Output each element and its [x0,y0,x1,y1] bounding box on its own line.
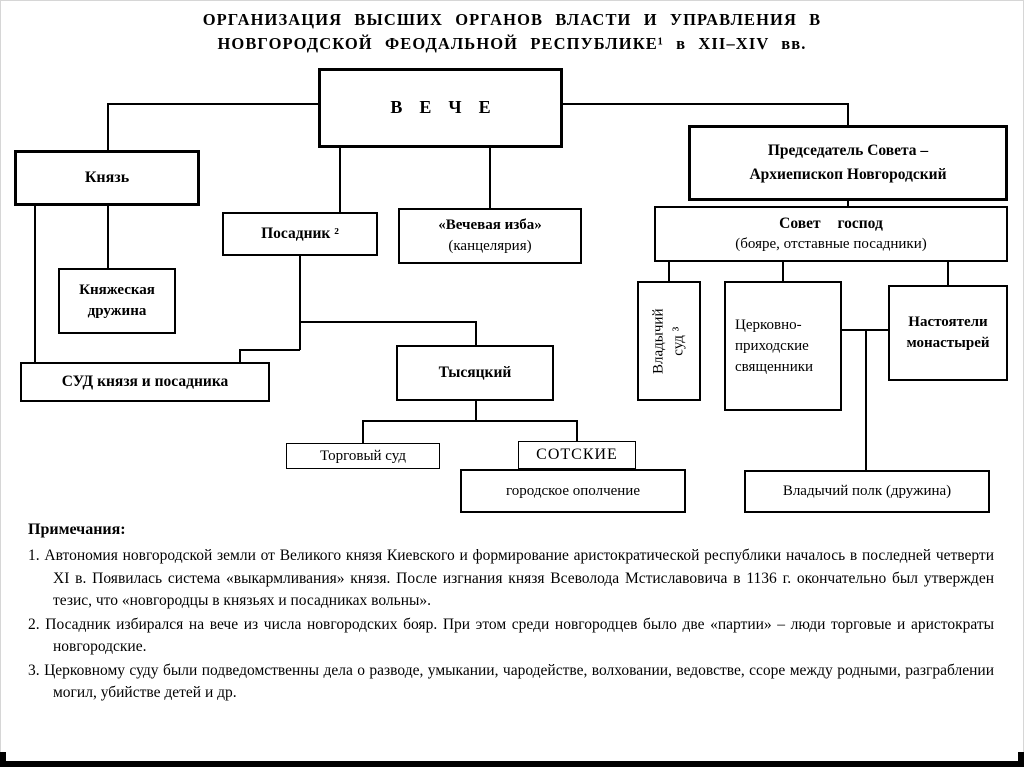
note-1-text: Автономия новгородской земли от Великого… [44,547,994,610]
box-torgovy-sud: Торговый суд [286,443,440,469]
note-3-num: 3. [28,661,40,679]
box-knyazheskaya-druzhina: Княжеская дружина [58,268,176,334]
vladychny-sud-label: Владычий суд ³ [650,308,687,374]
box-tysyatsky: Тысяцкий [396,345,554,401]
box-predsedatel-soveta: Председатель Совета – Архиепископ Новгор… [688,125,1008,201]
posadnik-label: Посадник ² [261,225,339,243]
notes-section: Примечания: 1. Автономия новгородской зе… [28,518,994,705]
box-sovet-gospod: Совет господ (бояре, отставные посадники… [654,206,1008,262]
veche-label: ВЕЧЕ [390,97,508,118]
note-item-2: 2. Посадник избирался на вече из числа н… [28,614,994,659]
scan-mark-right [1018,752,1024,767]
box-nastoyateli: Настоятели монастырей [888,285,1008,381]
sovet-gospod-title: Совет господ [779,214,883,232]
sud-label: СУД князя и посадника [61,373,229,391]
sovet-gospod-sub: (бояре, отставные посадники) [735,236,927,253]
druzhina-label: Княжеская дружина [79,282,155,319]
box-sud-knyazya: СУД князя и посадника [20,362,270,402]
title-line1: ОРГАНИЗАЦИЯ ВЫСШИХ ОРГАНОВ ВЛАСТИ И УПРА… [202,10,822,29]
predsedatel-label: Председатель Совета – Архиепископ Новгор… [749,141,947,183]
note-item-3: 3. Церковному суду были подведомственны … [28,660,994,705]
scan-mark-left [0,752,6,767]
title-line2: НОВГОРОДСКОЙ ФЕОДАЛЬНОЙ РЕСПУБЛИКЕ¹ в XI… [217,33,807,53]
opolchenie-label: городское ополчение [506,482,640,499]
tysyatsky-label: Тысяцкий [438,364,512,382]
box-tserkovno-prihodskie: Церковно- приходские священники [724,281,842,411]
box-vladychny-sud: Владычий суд ³ [637,281,701,401]
vechevaya-izba-sub: (канцелярия) [448,238,532,254]
vechevaya-izba-title: «Вечевая изба» [438,217,542,233]
note-3-text: Церковному суду были подведомственны дел… [44,661,994,701]
diagram-title: ОРГАНИЗАЦИЯ ВЫСШИХ ОРГАНОВ ВЛАСТИ И УПРА… [0,8,1024,56]
tserkovno-label: Церковно- приходские священники [735,316,814,375]
box-gorodskoe-opolchenie: городское ополчение [460,469,686,513]
box-veche: ВЕЧЕ [318,68,563,148]
note-2-text: Посадник избирался на вече из числа новг… [45,615,995,656]
nastoyateli-label: Настоятели монастырей [906,314,990,351]
box-knyaz: Князь [14,150,200,206]
note-1-num: 1. [28,547,40,565]
box-vechevaya-izba: «Вечевая изба» (канцелярия) [398,208,582,264]
box-posadnik: Посадник ² [222,212,378,256]
vladychny-polk-label: Владычий полк (дружина) [782,483,952,499]
note-2-num: 2. [28,615,40,633]
sotskie-label: СОТСКИЕ [536,445,618,463]
note-item-1: 1. Автономия новгородской земли от Велик… [28,545,994,612]
torgovy-sud-label: Торговый суд [320,447,406,464]
box-sotskie: СОТСКИЕ [518,441,636,469]
notes-heading: Примечания: [28,521,126,538]
bottom-bar [0,761,1024,767]
box-vladychny-polk: Владычий полк (дружина) [744,470,990,513]
knyaz-label: Князь [84,168,130,186]
